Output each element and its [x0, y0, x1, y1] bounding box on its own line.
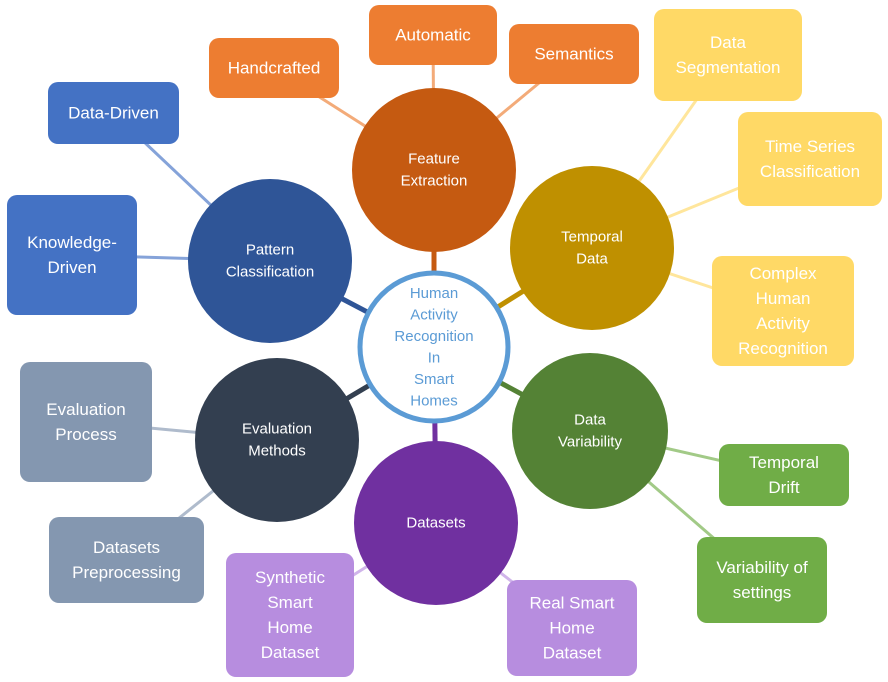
leaf-label-line: Time Series — [765, 137, 855, 156]
hub-label-line: Data — [574, 412, 606, 429]
leaf-label-line: Datasets — [93, 538, 160, 557]
leaf-label-line: Evaluation — [46, 400, 125, 419]
leaf-label-line: Classification — [760, 162, 860, 181]
leaf-label-line: Knowledge- — [27, 233, 117, 252]
hub-label-line: Extraction — [401, 173, 468, 190]
hub-label-line: Datasets — [406, 515, 465, 532]
center-circle — [357, 270, 511, 424]
leaf-label-line: Process — [55, 425, 116, 444]
leaf-box-knowledge-driven: Knowledge- Driven — [7, 195, 137, 315]
leaf-label-line: Driven — [47, 258, 96, 277]
leaf-box-bg — [20, 362, 152, 482]
leaf-label-line: Human — [756, 289, 811, 308]
leaf-label-line: Complex — [749, 264, 817, 283]
leaf-label-line: Temporal — [749, 453, 819, 472]
leaf-box-bg — [712, 256, 854, 366]
center-label-line: In — [428, 349, 441, 366]
leaf-label-line: Variability of — [716, 558, 808, 577]
leaf-label-line: Dataset — [261, 643, 320, 662]
center-label-line: Recognition — [394, 328, 473, 345]
leaf-label-line: Home — [267, 618, 312, 637]
leaf-label-line: Smart — [267, 593, 313, 612]
hub-circle — [352, 88, 516, 252]
leaf-box-bg — [7, 195, 137, 315]
leaf-label-line: Data-Driven — [68, 104, 159, 123]
leaf-box-bg — [369, 5, 497, 65]
center-label-line: Smart — [414, 371, 455, 388]
center-label-line: Homes — [410, 392, 458, 409]
leaf-label-line: Recognition — [738, 339, 828, 358]
leaf-box-semantics: Semantics — [509, 24, 639, 84]
hub-circle-layer: FeatureExtractionTemporalDataDataVariabi… — [188, 88, 674, 605]
leaf-box-bg — [654, 9, 802, 101]
hub-label-line: Evaluation — [242, 421, 312, 438]
leaf-box-bg — [49, 517, 204, 603]
leaf-box-automatic: Automatic — [369, 5, 497, 65]
leaf-label-line: Activity — [756, 314, 810, 333]
center-label-line: Human — [410, 285, 458, 302]
leaf-label-line: Handcrafted — [228, 59, 321, 78]
leaf-label-line: Home — [549, 619, 594, 638]
leaf-label-line: Dataset — [543, 644, 602, 663]
leaf-label-line: Automatic — [395, 26, 471, 45]
leaf-box-layer: HandcraftedAutomaticSemanticsDataSegment… — [7, 5, 882, 677]
hub-label-line: Data — [576, 251, 608, 268]
leaf-box-bg — [738, 112, 882, 206]
hub-circle — [188, 179, 352, 343]
hub-datasets: Datasets — [354, 441, 518, 605]
hub-circle — [512, 353, 668, 509]
center-label-line: Activity — [410, 306, 458, 323]
hub-label-line: Feature — [408, 151, 460, 168]
leaf-label-line: Preprocessing — [72, 563, 181, 582]
hub-label-line: Variability — [558, 434, 622, 451]
leaf-label-line: Data — [710, 33, 746, 52]
leaf-box-bg — [507, 580, 637, 676]
leaf-box-bg — [209, 38, 339, 98]
leaf-box-bg — [509, 24, 639, 84]
hub-label-line: Temporal — [561, 229, 623, 246]
hub-circle — [195, 358, 359, 522]
leaf-box-bg — [697, 537, 827, 623]
leaf-label-line: Semantics — [534, 45, 613, 64]
hub-circle — [354, 441, 518, 605]
hub-label-line: Methods — [248, 443, 306, 460]
leaf-label-line: settings — [733, 583, 792, 602]
leaf-box-handcrafted: Handcrafted — [209, 38, 339, 98]
leaf-label-line: Drift — [768, 478, 799, 497]
leaf-label-line: Segmentation — [676, 58, 781, 77]
leaf-box-bg — [48, 82, 179, 144]
leaf-box-variability-of-settings: Variability of settings — [697, 537, 827, 623]
leaf-label-line: Real Smart — [529, 594, 614, 613]
hub-label-line: Classification — [226, 264, 314, 281]
leaf-box-data-driven: Data-Driven — [48, 82, 179, 144]
hub-label-line: Pattern — [246, 242, 294, 259]
hub-circle — [510, 166, 674, 330]
leaf-box-bg — [226, 553, 354, 677]
leaf-box-bg — [719, 444, 849, 506]
leaf-label-line: Synthetic — [255, 568, 325, 587]
